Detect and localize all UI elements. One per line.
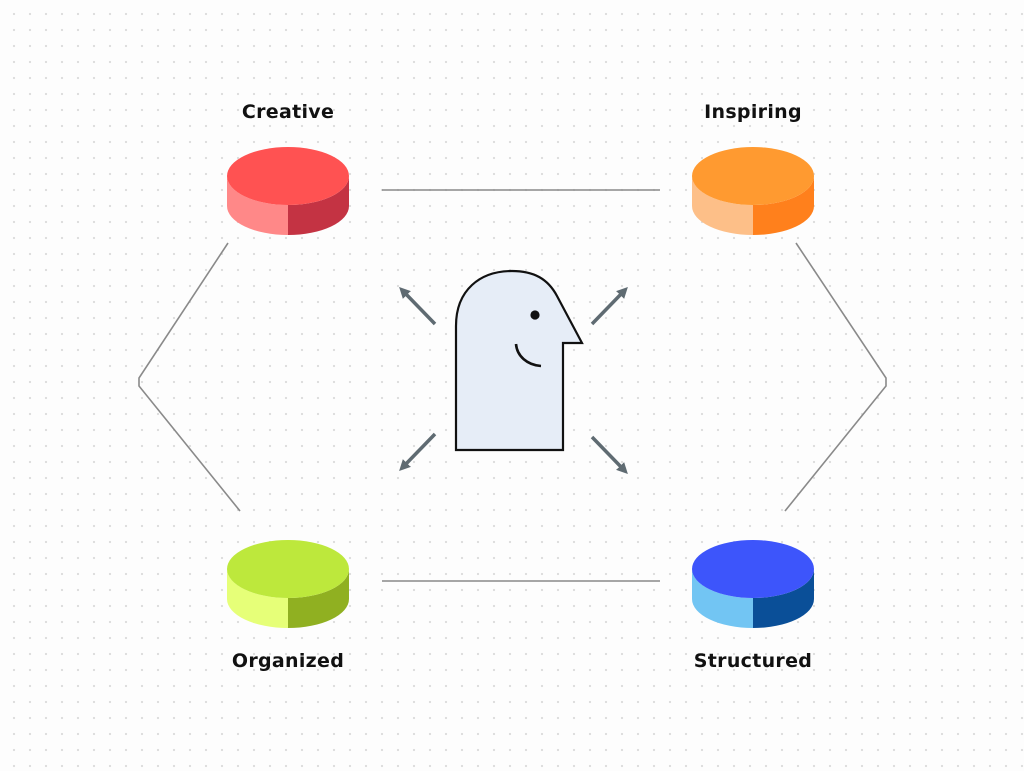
connector-inspiring-structured bbox=[784, 242, 887, 512]
head-eye bbox=[530, 310, 540, 320]
node-creative: Creative bbox=[227, 101, 349, 235]
disc-creative-side-light bbox=[227, 176, 288, 235]
disc-structured-top bbox=[692, 540, 814, 598]
outward-arrows bbox=[399, 286, 628, 475]
smiling-person-head-icon bbox=[454, 269, 584, 452]
disc-structured-icon bbox=[692, 540, 814, 628]
disc-organized-icon bbox=[227, 540, 349, 628]
node-label-inspiring: Inspiring bbox=[704, 101, 802, 123]
disc-creative-top bbox=[227, 147, 349, 205]
node-structured: Structured bbox=[692, 540, 814, 672]
disc-organized-side-light bbox=[227, 569, 288, 628]
disc-inspiring-icon bbox=[692, 147, 814, 235]
disc-organized-side-dark bbox=[288, 569, 349, 628]
disc-inspiring-top bbox=[692, 147, 814, 205]
node-label-creative: Creative bbox=[242, 101, 334, 123]
head-smile bbox=[514, 343, 542, 368]
arrow-down-right-icon bbox=[590, 435, 628, 475]
disc-structured-side-dark bbox=[753, 569, 814, 628]
head-silhouette bbox=[454, 269, 584, 452]
disc-inspiring-side-light bbox=[692, 176, 753, 235]
disc-structured-side-light bbox=[692, 569, 753, 628]
disc-organized-top bbox=[227, 540, 349, 598]
connector-creative-organized bbox=[138, 242, 241, 512]
node-label-structured: Structured bbox=[694, 650, 812, 672]
connector-lines bbox=[138, 189, 887, 582]
arrow-down-left-icon bbox=[399, 432, 437, 472]
disc-inspiring-side-dark bbox=[753, 176, 814, 235]
arrow-up-right-icon bbox=[590, 286, 628, 326]
disc-creative-icon bbox=[227, 147, 349, 235]
disc-creative-side-dark bbox=[288, 176, 349, 235]
node-organized: Organized bbox=[227, 540, 349, 672]
node-inspiring: Inspiring bbox=[692, 101, 814, 235]
arrow-up-left-icon bbox=[399, 286, 437, 326]
node-label-organized: Organized bbox=[232, 650, 344, 672]
